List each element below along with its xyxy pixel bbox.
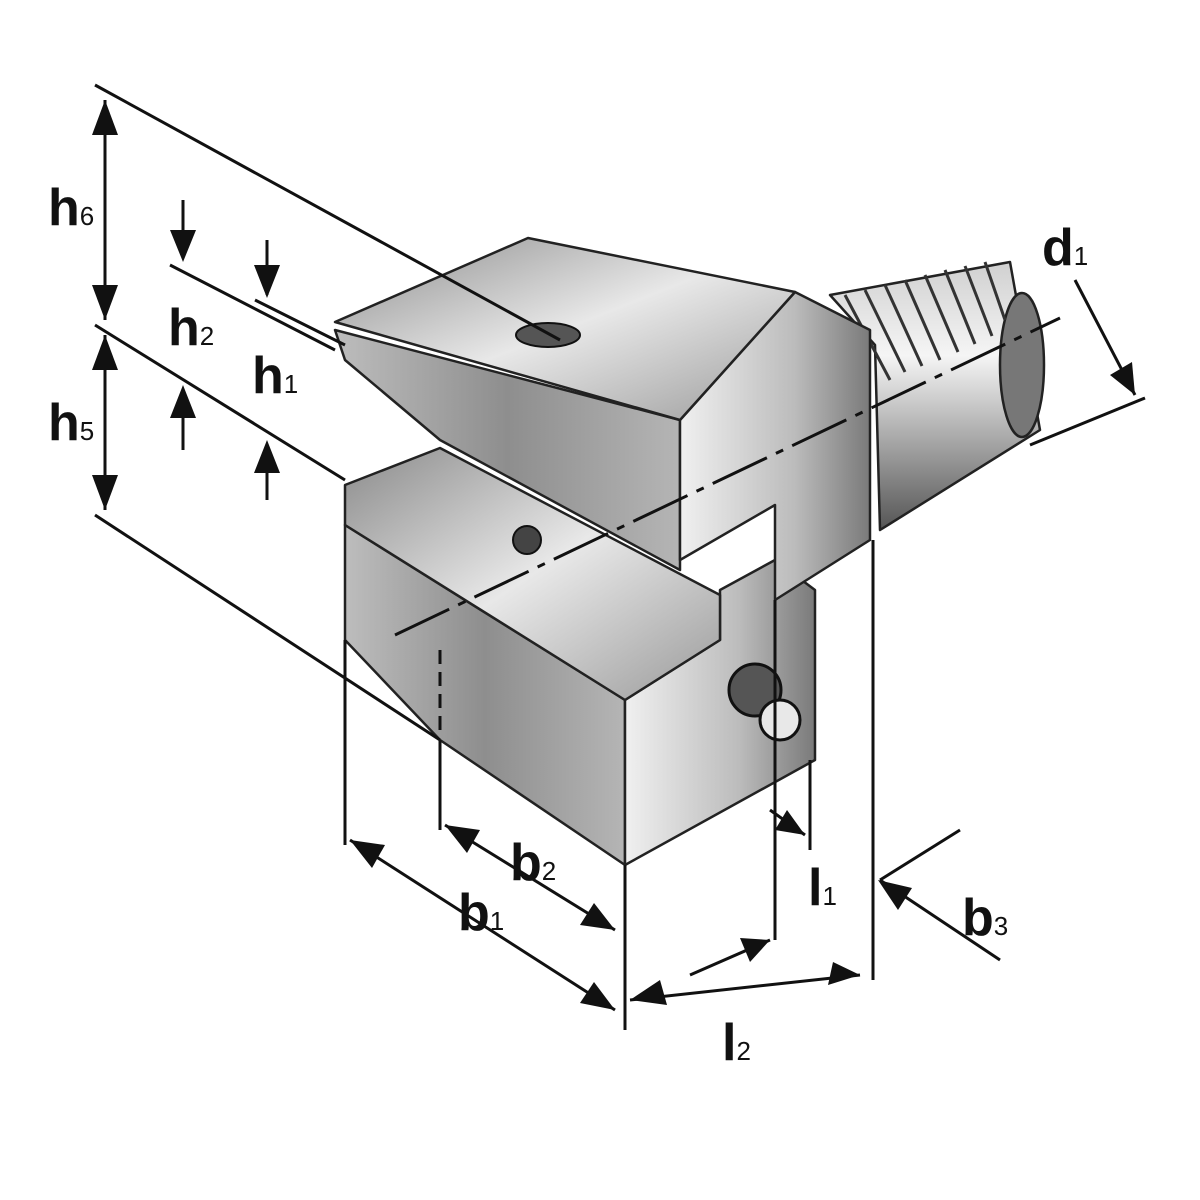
label-b2: b2 [510, 834, 556, 892]
upper-block [333, 236, 872, 602]
label-l2: l2 [722, 1014, 751, 1072]
label-d1: d1 [1042, 219, 1088, 277]
label-b3: b3 [962, 889, 1008, 947]
dimension-lines [94, 83, 1146, 1030]
label-h2: h2 [168, 299, 214, 357]
arrowheads [92, 100, 1135, 1010]
screw-icon [512, 525, 542, 555]
lower-block [343, 446, 817, 867]
label-b1: b1 [458, 884, 504, 942]
label-h5: h5 [48, 394, 94, 452]
label-h1: h1 [252, 347, 298, 405]
shank [828, 260, 1046, 532]
label-h6: h6 [48, 179, 94, 237]
centerline [394, 316, 1061, 637]
serrations [843, 261, 1007, 381]
label-l1: l1 [808, 859, 837, 917]
